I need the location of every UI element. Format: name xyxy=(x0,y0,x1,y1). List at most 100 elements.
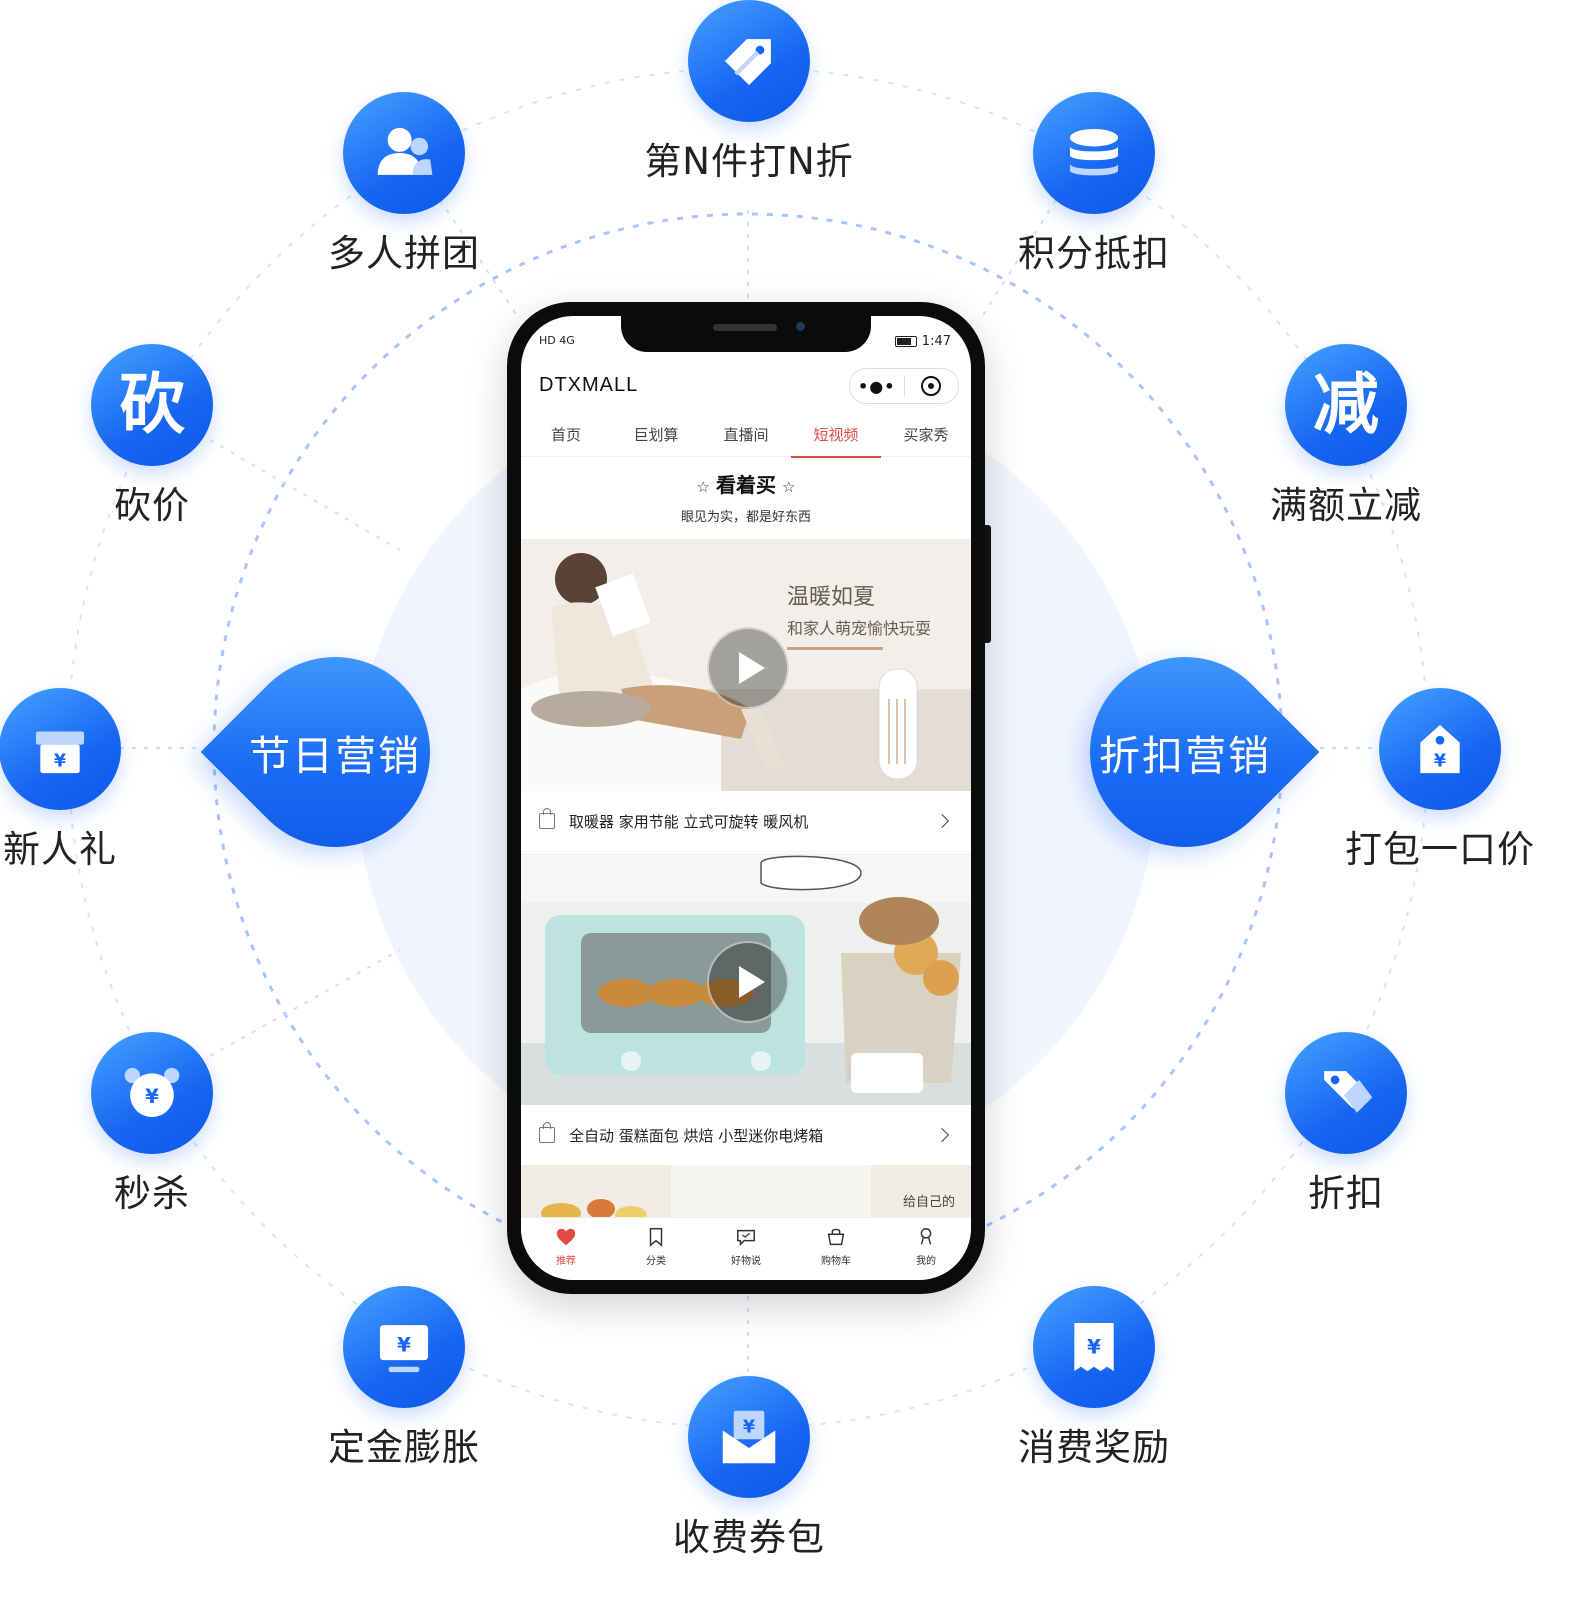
receipt-icon: ¥ xyxy=(1033,1286,1155,1408)
feature-discount[interactable]: 折扣 xyxy=(1226,1032,1466,1216)
svg-text:¥: ¥ xyxy=(145,1085,159,1108)
feature-label: 秒杀 xyxy=(114,1172,190,1215)
play-icon[interactable] xyxy=(707,627,789,709)
close-mini-program-button[interactable] xyxy=(905,369,959,403)
phone-side-button xyxy=(982,525,991,643)
nav-category[interactable]: 分类 xyxy=(611,1218,701,1280)
top-tabs: 首页 巨划算 直播间 短视频 买家秀 xyxy=(521,418,971,458)
bottom-navigation: 推荐 分类 好物说 购物车 我的 xyxy=(521,1217,971,1280)
bargain-glyph: 砍 xyxy=(119,366,185,443)
tab-short-video[interactable]: 短视频 xyxy=(791,418,881,458)
basket-icon xyxy=(827,1228,845,1246)
tag-icon xyxy=(688,0,810,122)
person-icon xyxy=(920,1228,932,1245)
bookmark-icon xyxy=(649,1228,663,1247)
feature-paid-coupon[interactable]: ¥ 收费券包 xyxy=(629,1376,869,1560)
feature-full-reduction[interactable]: 减 满额立减 xyxy=(1226,344,1466,528)
svg-text:¥: ¥ xyxy=(397,1333,411,1356)
section-title-text: 看着买 xyxy=(716,473,776,497)
card-underline xyxy=(786,647,883,650)
phone-mockup: HD 4G 1:47 DTXMALL •●• 首页 巨划算 直播间 短视频 买家… xyxy=(507,302,985,1294)
product-row[interactable]: 全自动 蛋糕面包 烘焙 小型迷你电烤箱 xyxy=(521,1105,971,1166)
users-icon xyxy=(343,92,465,214)
tab-live[interactable]: 直播间 xyxy=(723,426,769,444)
product-name: 全自动 蛋糕面包 烘焙 小型迷你电烤箱 xyxy=(569,1126,824,1145)
alarm-clock-icon: ¥ xyxy=(91,1032,213,1154)
app-bar: DTXMALL •●• xyxy=(521,366,971,406)
nav-label: 分类 xyxy=(646,1256,666,1267)
discount-marketing-label: 折扣营销 xyxy=(1099,732,1271,780)
video-thumbnail-heater[interactable]: 温暖如夏 和家人萌宠愉快玩耍 xyxy=(521,539,971,791)
coins-icon xyxy=(1033,92,1155,214)
tab-big-deals[interactable]: 巨划算 xyxy=(633,426,679,444)
more-dots-icon: •●• xyxy=(858,376,896,396)
feature-consume-reward[interactable]: ¥ 消费奖励 xyxy=(974,1286,1214,1470)
feature-label: 满额立减 xyxy=(1270,484,1422,527)
nav-label: 推荐 xyxy=(556,1256,576,1267)
tab-buyer-show[interactable]: 买家秀 xyxy=(903,426,949,444)
svg-text:¥: ¥ xyxy=(1434,752,1446,772)
svg-text:¥: ¥ xyxy=(54,752,66,772)
nav-label: 好物说 xyxy=(731,1256,761,1267)
front-camera xyxy=(796,322,805,331)
card-headline: 温暖如夏 xyxy=(786,585,875,610)
feature-label: 积分抵扣 xyxy=(1018,232,1170,275)
feature-bundle-price[interactable]: ¥ 打包一口价 xyxy=(1320,688,1560,872)
tab-home[interactable]: 首页 xyxy=(550,426,581,444)
feature-nth-discount[interactable]: 第N件打N折 xyxy=(629,0,869,184)
more-button[interactable]: •●• xyxy=(850,369,904,403)
price-tag-icon: ¥ xyxy=(1379,688,1501,810)
bargain-icon: 砍 xyxy=(91,344,213,466)
capsule-divider xyxy=(903,376,905,396)
star-icon: ☆ xyxy=(696,478,710,496)
feature-label: 打包一口价 xyxy=(1345,828,1535,871)
chevron-right-icon xyxy=(934,1127,950,1143)
monitor-yen-icon: ¥ xyxy=(343,1286,465,1408)
video-thumbnail-oven[interactable] xyxy=(521,853,971,1105)
gift-icon: ¥ xyxy=(0,688,121,810)
discount-tag-icon xyxy=(1285,1032,1407,1154)
battery-icon xyxy=(894,336,917,347)
nav-cart[interactable]: 购物车 xyxy=(791,1218,881,1280)
feature-label: 定金膨胀 xyxy=(328,1426,480,1469)
feature-label: 折扣 xyxy=(1308,1172,1384,1215)
status-network: HD 4G xyxy=(539,334,575,347)
feature-label: 收费券包 xyxy=(673,1516,825,1559)
feature-label: 第N件打N折 xyxy=(644,140,854,183)
shopping-bag-icon xyxy=(539,1122,555,1143)
nav-recommend[interactable]: 推荐 xyxy=(521,1218,611,1280)
feature-bargain[interactable]: 砍 砍价 xyxy=(32,344,272,528)
feature-label: 砍价 xyxy=(114,484,190,527)
reduce-glyph: 减 xyxy=(1313,366,1379,443)
envelope-icon: ¥ xyxy=(688,1376,810,1498)
product-row[interactable]: 取暖器 家用节能 立式可旋转 暖风机 xyxy=(521,791,971,852)
phone-notch xyxy=(621,316,871,352)
feature-points-deduct[interactable]: 积分抵扣 xyxy=(974,92,1214,276)
card-overlay-text: 温暖如夏 和家人萌宠愉快玩耍 xyxy=(786,579,931,650)
feature-flash-sale[interactable]: ¥ 秒杀 xyxy=(32,1032,272,1216)
status-time: 1:47 xyxy=(921,334,951,349)
shopping-bag-icon xyxy=(539,808,555,829)
play-icon[interactable] xyxy=(707,941,789,1023)
chat-bubble-icon xyxy=(737,1229,755,1247)
speaker xyxy=(713,324,777,331)
nav-label: 我的 xyxy=(916,1256,936,1267)
nav-label: 购物车 xyxy=(821,1256,851,1267)
chevron-right-icon xyxy=(934,813,950,829)
mini-program-capsule: •●• xyxy=(849,368,959,404)
section-title: ☆看着买☆ xyxy=(521,472,971,500)
feature-group-buy[interactable]: 多人拼团 xyxy=(284,92,524,276)
nav-good-stuff[interactable]: 好物说 xyxy=(701,1218,791,1280)
reduce-icon: 减 xyxy=(1285,344,1407,466)
nav-mine[interactable]: 我的 xyxy=(881,1218,971,1280)
svg-text:¥: ¥ xyxy=(1087,1336,1101,1359)
feature-label: 多人拼团 xyxy=(328,232,480,275)
card-tagline: 和家人萌宠愉快玩耍 xyxy=(786,619,931,638)
target-icon xyxy=(921,376,942,396)
card-caption: 给自己的 xyxy=(902,1195,955,1210)
feature-deposit-expand[interactable]: ¥ 定金膨胀 xyxy=(284,1286,524,1470)
feature-label: 新人礼 xyxy=(3,828,117,871)
feature-newcomer-gift[interactable]: ¥ 新人礼 xyxy=(0,688,180,872)
section-subtitle: 眼见为实，都是好东西 xyxy=(680,510,811,525)
